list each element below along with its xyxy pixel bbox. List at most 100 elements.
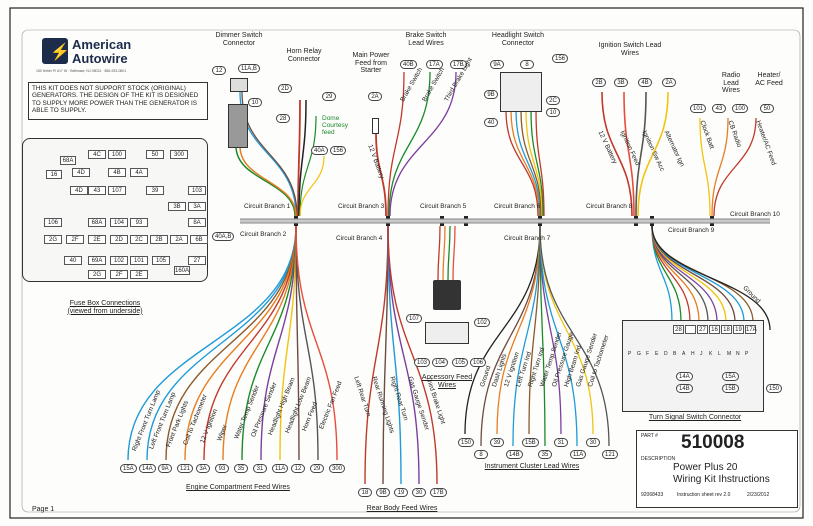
turn-signal-pin: 18 — [721, 325, 732, 334]
tag: 2A — [662, 78, 676, 87]
fuse-cell: 2D — [110, 235, 128, 244]
engine-wire-tag: 121 — [177, 464, 194, 473]
wire — [505, 109, 539, 217]
wire — [699, 117, 711, 217]
wire — [528, 225, 541, 435]
instrument-wire-tag: 150 — [458, 438, 475, 447]
fuse-cell: 2F — [110, 270, 128, 279]
turn-signal-letter: P — [628, 351, 632, 357]
sheet-border — [9, 7, 804, 519]
circuit-branch-label: Circuit Branch 1 — [244, 203, 291, 210]
accessory-block — [425, 322, 469, 344]
instrument-wire-tag: 14B — [506, 450, 523, 459]
fuse-cell: 2E — [88, 235, 106, 244]
wire — [452, 225, 456, 281]
tag: 40 — [484, 118, 498, 127]
turn-signal-pin — [685, 325, 696, 334]
fuse-cell: 4C — [88, 150, 106, 159]
turn-signal-tag: 14B — [676, 384, 693, 393]
engine-wire-tag: 31 — [253, 464, 267, 473]
turn-signal-letter: L — [718, 351, 721, 357]
wire — [651, 225, 736, 323]
fuse-cell: 104 — [110, 218, 128, 227]
accessory-connector — [433, 280, 461, 310]
wire — [535, 109, 545, 217]
turn-signal-letter: D — [664, 351, 668, 357]
part-box: PART # 510008 DESCRIPTION Power Plus 20 … — [636, 430, 798, 508]
accessory-tag: 106 — [470, 358, 487, 367]
wire — [389, 71, 457, 217]
instrument-wire-tag: 8 — [474, 450, 488, 459]
turn-signal-letter: G — [637, 351, 641, 357]
wire — [297, 99, 301, 217]
wire — [388, 71, 431, 217]
wire — [623, 91, 635, 217]
turn-signal-letter: N — [736, 351, 740, 357]
wire — [235, 145, 296, 217]
turn-signal-letter: E — [655, 351, 659, 357]
fuse-cell: 2C — [130, 235, 148, 244]
wire — [480, 225, 541, 447]
lightning-icon: ⚡ — [50, 44, 70, 61]
engine-wire-tag: 300 — [329, 464, 346, 473]
turn-signal-pin: 27 — [697, 325, 708, 334]
engine-wire-tag: 12 — [291, 464, 305, 473]
accessory-tag: 103 — [414, 358, 431, 367]
fuse-cell: 43 — [88, 186, 106, 195]
main-power-ring — [372, 118, 379, 134]
fuse-cell: 93 — [130, 218, 148, 227]
part-title-2: Wiring Kit Ihstructions — [673, 474, 770, 485]
wire — [539, 225, 578, 447]
accessory-tag: 105 — [452, 358, 469, 367]
accessory-tag: 104 — [432, 358, 449, 367]
fuse-cell: 8A — [188, 218, 206, 227]
part-code: 92068433 — [641, 492, 664, 498]
wire — [520, 109, 542, 217]
wire — [539, 225, 562, 435]
part-sheet: Instruction sheet rev 2.0 — [677, 492, 731, 498]
fuse-cell: 105 — [152, 256, 170, 265]
tag: 2A — [368, 92, 382, 101]
rear-footer: Rear Body Feed Wires — [366, 505, 438, 512]
wire — [295, 225, 300, 461]
tag: 100 — [732, 104, 749, 113]
fuse-cell: 3A — [188, 202, 206, 211]
fuse-cell: 2G — [88, 270, 106, 279]
fuse-cell: 2E — [130, 270, 148, 279]
wire — [298, 99, 307, 217]
ignition-header: Ignition Switch Lead Wires — [598, 42, 662, 57]
turn-signal-pin: 28 — [673, 325, 684, 334]
tag: 28 — [276, 114, 290, 123]
turn-signal-header: Turn Signal Switch Connector — [648, 414, 742, 421]
wire — [711, 117, 729, 217]
fuse-cell: 4B — [108, 168, 126, 177]
engine-wire-tag: 15A — [120, 464, 137, 473]
instrument-wire-tag: 39 — [490, 438, 504, 447]
turn-signal-tag: 150 — [766, 384, 783, 393]
warning-text: THIS KIT DOES NOT SUPPORT STOCK (ORIGINA… — [32, 85, 199, 115]
wire — [387, 225, 438, 485]
wire — [515, 109, 541, 217]
wire — [496, 225, 541, 435]
tag: 40A,B — [212, 232, 235, 241]
circuit-branch-label: Circuit Branch 2 — [240, 231, 287, 238]
horn-connector — [228, 104, 248, 148]
wire — [295, 225, 319, 461]
instrument-wire-tag: 31 — [554, 438, 568, 447]
wire — [539, 225, 546, 447]
fuse-cell: 160A — [174, 266, 190, 275]
fuse-cell: 2B — [150, 235, 168, 244]
turn-signal-letter: A — [682, 351, 686, 357]
rear-wire-tag: 19 — [394, 488, 408, 497]
turn-signal-tag: 15B — [722, 384, 739, 393]
wire — [279, 225, 297, 461]
part-date: 2/23/2012 — [747, 492, 770, 498]
dimmer-header: Dimmer Switch Connector — [215, 32, 263, 47]
rear-wire-tag: 17B — [430, 488, 447, 497]
tag: 40B — [400, 60, 417, 69]
wire — [295, 225, 338, 461]
circuit-branch-label: Circuit Branch 10 — [730, 211, 780, 218]
turn-signal-tag: 14A — [676, 372, 693, 381]
wire — [239, 145, 297, 217]
page-number: Page 1 — [32, 506, 55, 513]
